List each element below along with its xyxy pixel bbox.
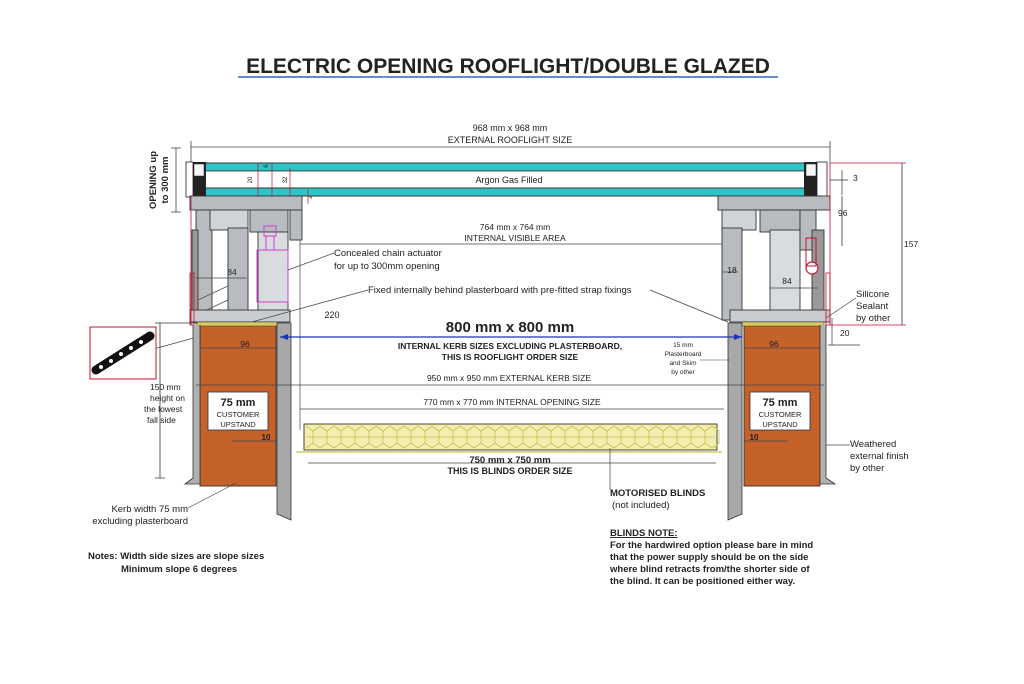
dim-10-right: 10	[750, 433, 759, 442]
kerb-internal-note-2: THIS IS ROOFLIGHT ORDER SIZE	[442, 352, 579, 362]
weathered-2: external finish	[850, 451, 909, 462]
glazing-dim-4: 4	[309, 195, 315, 199]
blinds-note-line-4: the blind. It can be positioned either w…	[610, 576, 795, 587]
fixed-leader-right	[649, 289, 729, 323]
blinds-order-label: THIS IS BLINDS ORDER SIZE	[447, 466, 572, 476]
opening-label: OPENING up to 300 mm	[148, 151, 171, 209]
silicone-leader	[825, 297, 857, 319]
notes-line-2: Minimum slope 6 degrees	[121, 564, 237, 575]
glass-pane-bottom	[204, 187, 806, 197]
svg-text:CUSTOMER: CUSTOMER	[759, 410, 802, 419]
dim-96-left: 96	[240, 339, 250, 349]
blinds-note-line-3: where blind retracts from/the shorter si…	[609, 564, 810, 575]
dim-84-right: 84	[782, 276, 792, 286]
external-size-label: EXTERNAL ROOFLIGHT SIZE	[448, 135, 573, 145]
dim-20: 20	[840, 328, 850, 338]
plasterboard-left	[276, 322, 292, 521]
height-note-4: fall side	[147, 415, 176, 425]
plasterboard-right	[727, 322, 743, 521]
dim-10-left: 10	[262, 433, 271, 442]
internal-opening-label: 770 mm x 770 mm INTERNAL OPENING SIZE	[423, 397, 601, 407]
blinds-size: 750 mm x 750 mm	[469, 455, 550, 466]
svg-text:UPSTAND: UPSTAND	[762, 420, 798, 429]
weathered-1: Weathered	[850, 439, 896, 450]
diagram-title: ELECTRIC OPENING ROOFLIGHT/DOUBLE GLAZED	[246, 55, 770, 78]
blind-unit	[296, 423, 722, 453]
glazing-dim-20: 20	[248, 176, 254, 183]
red-outline-left	[189, 272, 195, 326]
dim-18: 18	[727, 265, 737, 275]
dim-96-right: 96	[769, 339, 779, 349]
dim-220: 220	[324, 310, 339, 320]
external-size: 968 mm x 968 mm	[473, 123, 548, 133]
kerb-internal-size: 800 mm x 800 mm	[446, 319, 574, 336]
svg-text:CUSTOMER: CUSTOMER	[217, 410, 260, 419]
internal-visible-label: INTERNAL VISIBLE AREA	[464, 233, 566, 243]
silicone-3: by other	[856, 313, 890, 324]
strap-icon	[91, 331, 155, 375]
motorised-label: MOTORISED BLINDS	[610, 488, 705, 499]
upstand-size-left: 75 mm	[221, 397, 256, 409]
kerb-internal-note-1: INTERNAL KERB SIZES EXCLUDING PLASTERBOA…	[398, 341, 622, 351]
blinds-note-line-2: that the power supply should be on the s…	[610, 552, 808, 563]
silicone-1: Silicone	[856, 289, 889, 300]
plasterboard-note-3: and Skim	[669, 360, 696, 367]
motorised-sub: (not included)	[612, 500, 670, 511]
actuator-leader	[287, 252, 335, 271]
glass-pane-top	[204, 162, 806, 172]
kerb-width-2: excluding plasterboard	[92, 516, 188, 527]
plasterboard-note-1: 15 mm	[673, 342, 693, 349]
external-kerb-label: 950 mm x 950 mm EXTERNAL KERB SIZE	[427, 373, 591, 383]
chain-actuator	[256, 225, 289, 303]
flange-right	[819, 325, 837, 485]
glazing-dim-32: 32	[283, 176, 289, 183]
glazing-unit	[185, 161, 828, 198]
svg-text:UPSTAND: UPSTAND	[220, 420, 256, 429]
height-note-1: 150 mm	[150, 382, 181, 392]
kerb-width-1: Kerb width 75 mm	[111, 504, 188, 515]
height-note-2: height on	[150, 393, 185, 403]
dim-96-vertical: 96	[838, 208, 848, 218]
frame-profile-right	[717, 195, 831, 323]
argon-label: Argon Gas Filled	[475, 175, 542, 185]
fixed-leader-left	[149, 289, 369, 351]
dim-157: 157	[904, 239, 918, 249]
height-note-3: the lowest	[144, 404, 183, 414]
internal-visible-size: 764 mm x 764 mm	[480, 222, 550, 232]
flange-left	[183, 325, 201, 485]
plasterboard-note-4: by other	[671, 369, 695, 376]
upstand-size-right: 75 mm	[763, 397, 798, 409]
blinds-note-heading: BLINDS NOTE:	[610, 528, 678, 539]
frame-profile-left	[189, 195, 303, 323]
actuator-label-1: Concealed chain actuator	[334, 248, 442, 259]
svg-text:OPENING up: OPENING up	[148, 151, 159, 209]
glazing-dims	[257, 163, 309, 204]
blinds-note-line-1: For the hardwired option please bare in …	[610, 540, 813, 551]
weathered-3: by other	[850, 463, 884, 474]
glazing-dim-6: 6	[264, 164, 270, 168]
notes-line-1: Notes: Width side sizes are slope sizes	[88, 551, 264, 562]
plasterboard-note-2: Plasterboard	[665, 351, 702, 358]
fixed-internally-note: Fixed internally behind plasterboard wit…	[368, 285, 632, 296]
dim-84-left: 84	[227, 267, 237, 277]
svg-text:to 300 mm: to 300 mm	[160, 157, 171, 204]
dim-3: 3	[853, 173, 858, 183]
kerb-width-leader	[187, 482, 237, 509]
actuator-label-2: for up to 300mm opening	[334, 261, 440, 272]
upstand-box-left: 75 mm CUSTOMER UPSTAND	[207, 391, 269, 431]
upstand-box-right: 75 mm CUSTOMER UPSTAND	[749, 391, 811, 431]
silicone-2: Sealant	[856, 301, 889, 312]
